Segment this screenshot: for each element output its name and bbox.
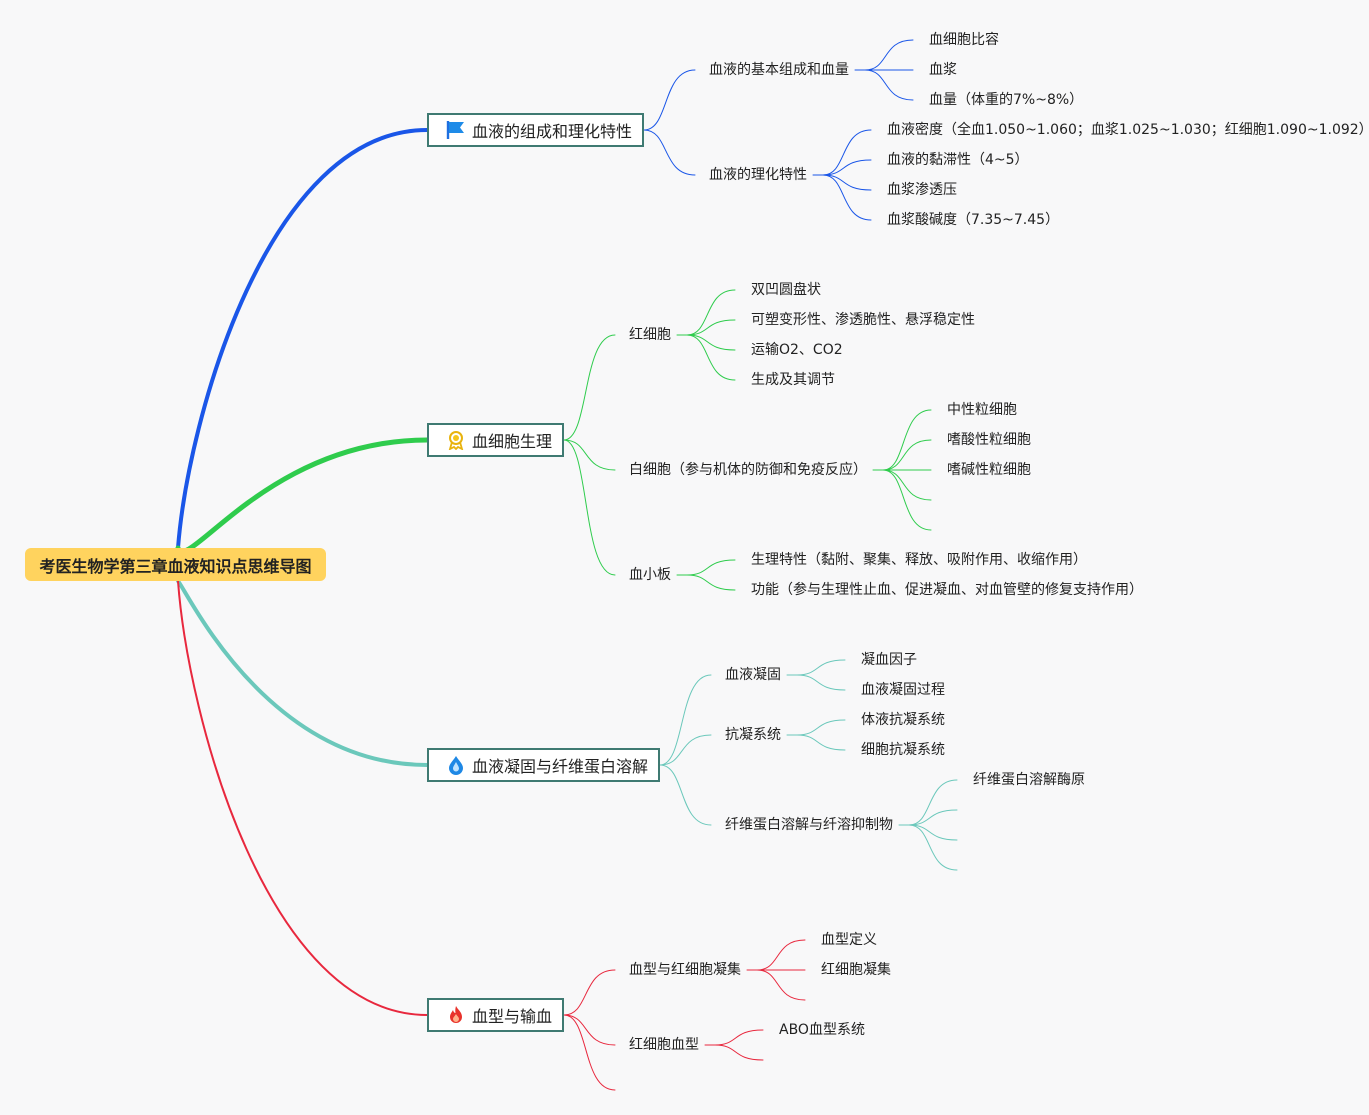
leaf-1-1-1[interactable]: 嗜酸性粒细胞 (947, 432, 1031, 448)
leaf-connector-0-1-3 (822, 174, 872, 221)
leaf-connector-1-1-4 (882, 469, 932, 531)
leaf-0-1-1[interactable]: 血液的黏滞性（4~5） (887, 152, 1029, 168)
branch-1-sub-0-connector (563, 334, 616, 441)
leaf-0-0-2[interactable]: 血量（体重的7%~8%） (929, 92, 1084, 108)
leaf-connector-2-1-1 (796, 734, 846, 751)
subtopic-1-2[interactable]: 血小板 (629, 567, 671, 583)
leaf-1-1-0[interactable]: 中性粒细胞 (947, 402, 1017, 418)
leaf-connector-0-0-2 (864, 69, 914, 101)
leaf-connector-1-0-0 (686, 289, 736, 336)
leaf-connector-1-0-1 (686, 319, 736, 336)
leaf-2-1-0[interactable]: 体液抗凝系统 (861, 712, 945, 728)
root-connector-3 (177, 580, 428, 1016)
branch-topic-label: 血型与输血 (472, 1007, 553, 1026)
branch-topic-label: 血细胞生理 (472, 432, 553, 451)
leaf-2-0-1[interactable]: 血液凝固过程 (861, 682, 945, 698)
branch-3-sub-0-connector (563, 969, 616, 1016)
subtopic-3-1[interactable]: 红细胞血型 (629, 1037, 699, 1053)
leaf-connector-2-0-1 (796, 674, 846, 691)
subtopic-0-0[interactable]: 血液的基本组成和血量 (709, 62, 849, 78)
branch-2-sub-1-connector (659, 734, 712, 766)
leaf-connector-2-1-0 (796, 719, 846, 736)
leaf-connector-2-0-0 (796, 659, 846, 676)
leaf-1-0-2[interactable]: 运输O2、CO2 (751, 342, 843, 358)
leaf-connector-1-1-0 (882, 409, 932, 471)
fire-icon (445, 1004, 467, 1026)
leaf-connector-1-2-0 (686, 559, 736, 576)
root-connector-2 (176, 579, 429, 767)
branch-topic-4[interactable]: 血型与输血 (427, 998, 564, 1032)
root-connector-0 (176, 128, 429, 550)
leaf-connector-1-2-1 (686, 574, 736, 591)
leaf-1-0-1[interactable]: 可塑变形性、渗透脆性、悬浮稳定性 (751, 312, 975, 328)
leaf-0-0-0[interactable]: 血细胞比容 (929, 32, 999, 48)
leaf-3-0-1[interactable]: 红细胞凝集 (821, 962, 891, 978)
leaf-connector-1-1-3 (882, 469, 932, 501)
leaf-1-2-0[interactable]: 生理特性（黏附、聚集、释放、吸附作用、收缩作用） (751, 552, 1087, 568)
water-drop-icon (445, 754, 467, 776)
branch-0-sub-0-connector (643, 69, 696, 131)
leaf-connector-0-1-1 (822, 159, 872, 176)
branch-1-sub-2-connector (563, 439, 616, 576)
leaf-connector-0-0-0 (864, 39, 914, 71)
branch-topic-2[interactable]: 血细胞生理 (427, 423, 564, 457)
branch-topic-label: 血液凝固与纤维蛋白溶解 (472, 757, 649, 776)
leaf-1-2-1[interactable]: 功能（参与生理性止血、促进凝血、对血管壁的修复支持作用） (751, 582, 1143, 598)
subtopic-2-0[interactable]: 血液凝固 (725, 667, 781, 683)
subtopic-1-1[interactable]: 白细胞（参与机体的防御和免疫反应） (629, 462, 867, 478)
root-topic[interactable]: 考医生物学第三章血液知识点思维导图 (25, 548, 326, 581)
flag-icon (445, 119, 467, 141)
branch-2-sub-0-connector (659, 674, 712, 766)
leaf-0-1-0[interactable]: 血液密度（全血1.050~1.060；血浆1.025~1.030；红细胞1.09… (887, 122, 1369, 138)
subtopic-2-1[interactable]: 抗凝系统 (725, 727, 781, 743)
leaf-0-1-2[interactable]: 血浆渗透压 (887, 182, 957, 198)
branch-3-sub-2-connector (563, 1014, 616, 1091)
branch-topic-1[interactable]: 血液的组成和理化特性 (427, 113, 644, 147)
branch-1-sub-1-connector (563, 439, 616, 471)
leaf-1-0-0[interactable]: 双凹圆盘状 (751, 282, 821, 298)
leaf-1-1-2[interactable]: 嗜碱性粒细胞 (947, 462, 1031, 478)
leaf-3-0-0[interactable]: 血型定义 (821, 932, 877, 948)
leaf-connector-0-1-2 (822, 174, 872, 191)
leaf-2-0-0[interactable]: 凝血因子 (861, 652, 917, 668)
leaf-1-0-3[interactable]: 生成及其调节 (751, 372, 835, 388)
leaf-2-2-0[interactable]: 纤维蛋白溶解酶原 (973, 772, 1085, 788)
subtopic-0-1[interactable]: 血液的理化特性 (709, 167, 807, 183)
leaf-0-1-3[interactable]: 血浆酸碱度（7.35~7.45） (887, 212, 1060, 228)
leaf-connector-2-2-0 (908, 779, 958, 826)
subtopic-1-0[interactable]: 红细胞 (629, 327, 671, 343)
branch-topic-label: 血液的组成和理化特性 (472, 122, 633, 141)
leaf-connector-1-0-2 (686, 334, 736, 351)
subtopic-2-2[interactable]: 纤维蛋白溶解与纤溶抑制物 (725, 817, 893, 833)
leaf-connector-0-1-0 (822, 129, 872, 176)
leaf-connector-2-2-1 (908, 809, 958, 826)
leaf-connector-3-0-2 (756, 969, 806, 1001)
root-connector-1 (175, 437, 430, 554)
leaf-connector-3-1-1 (714, 1044, 764, 1061)
subtopic-3-0[interactable]: 血型与红细胞凝集 (629, 962, 741, 978)
branch-3-sub-1-connector (563, 1014, 616, 1046)
leaf-2-1-1[interactable]: 细胞抗凝系统 (861, 742, 945, 758)
leaf-connector-1-0-3 (686, 334, 736, 381)
leaf-connector-3-0-0 (756, 939, 806, 971)
root-topic-label: 考医生物学第三章血液知识点思维导图 (39, 556, 312, 576)
branch-0-sub-1-connector (643, 129, 696, 176)
award-icon (445, 429, 467, 451)
branch-2-sub-2-connector (659, 764, 712, 826)
leaf-connector-2-2-3 (908, 824, 958, 871)
leaf-connector-1-1-1 (882, 439, 932, 471)
branch-topic-3[interactable]: 血液凝固与纤维蛋白溶解 (427, 748, 660, 782)
leaf-3-1-0[interactable]: ABO血型系统 (779, 1022, 865, 1038)
leaf-connector-3-1-0 (714, 1029, 764, 1046)
leaf-connector-2-2-2 (908, 824, 958, 841)
leaf-0-0-1[interactable]: 血浆 (929, 62, 957, 78)
